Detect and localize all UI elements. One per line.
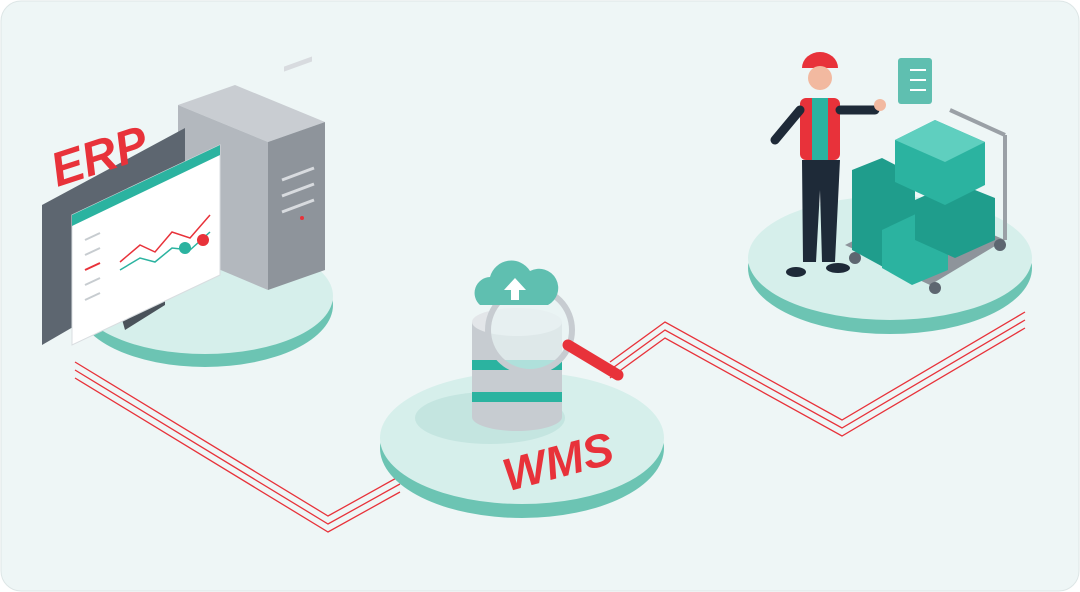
cart-boxes-icon xyxy=(845,108,1007,294)
worker-icon xyxy=(770,52,886,277)
connector-wms-warehouse xyxy=(609,311,1026,437)
monitor-dashboard-icon xyxy=(42,128,221,346)
magnifier-icon xyxy=(485,285,624,381)
connector-erp-wms xyxy=(74,361,401,533)
checklist-icon xyxy=(898,58,932,104)
cloud-upload-icon xyxy=(474,260,559,305)
